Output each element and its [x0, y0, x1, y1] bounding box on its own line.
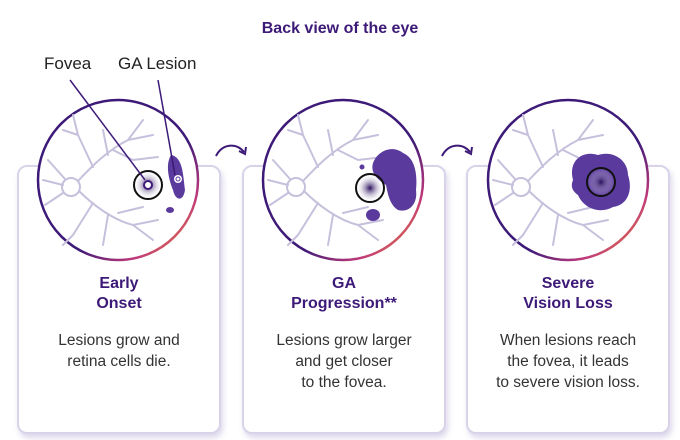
ga-lesion-label: GA Lesion [118, 54, 197, 73]
arrow-right-curved-icon [441, 144, 473, 157]
retina-illustration-early [36, 98, 200, 262]
diagram-title: Back view of the eye [261, 20, 419, 37]
fovea [586, 167, 616, 197]
retina-illustration-progression [261, 98, 425, 262]
fovea-label: Fovea [44, 54, 92, 73]
ga-lesion [372, 149, 417, 211]
arrow-right-curved-icon [215, 144, 247, 157]
retina-illustration-severe [486, 98, 650, 262]
fovea [355, 173, 385, 203]
